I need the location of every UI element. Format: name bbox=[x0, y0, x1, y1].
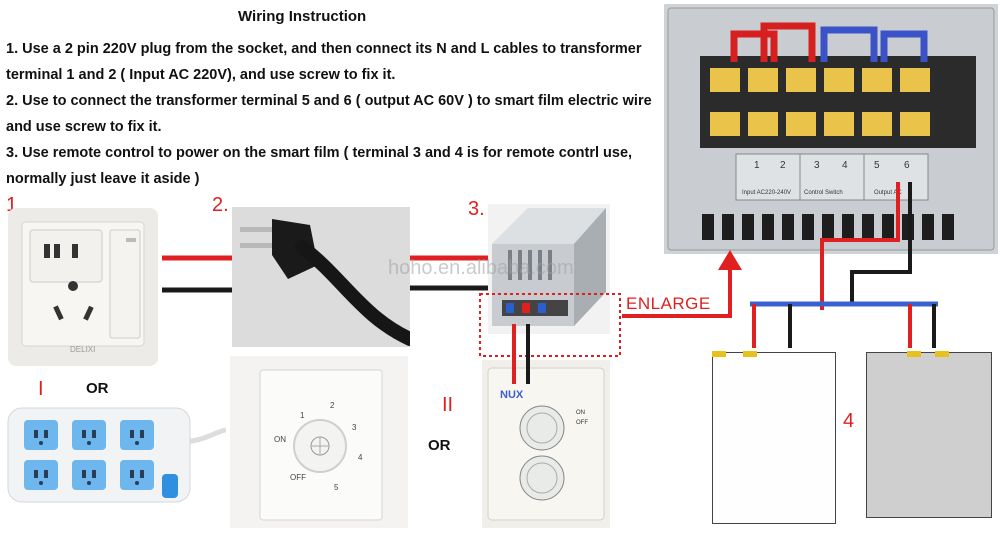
timer-switch-image: NUX ON OFF bbox=[482, 360, 610, 528]
step-2-label: 2. bbox=[212, 194, 229, 216]
transformer-image bbox=[488, 204, 610, 334]
svg-text:ON: ON bbox=[274, 435, 286, 444]
svg-text:3: 3 bbox=[352, 423, 357, 432]
svg-text:OFF: OFF bbox=[290, 473, 306, 482]
step-3-label: 3. bbox=[468, 198, 485, 220]
output-terminal-label: Output AC bbox=[874, 190, 902, 196]
power-strip-image bbox=[4, 402, 226, 506]
svg-text:ON: ON bbox=[576, 410, 585, 416]
socket-plug-wires bbox=[162, 255, 232, 293]
watermark: hoho.en.alibaba.com bbox=[388, 257, 574, 279]
instruction-3: 3. Use remote control to power on the sm… bbox=[6, 145, 633, 187]
wall-socket-image: DELIXI bbox=[8, 208, 158, 366]
step-4-label: 4 bbox=[843, 410, 855, 432]
terminal-num-6: 6 bbox=[904, 160, 910, 171]
dimmer-switch-image: 1 2 3 4 5 ON OFF bbox=[230, 356, 408, 528]
timer-brand-label: NUX bbox=[500, 389, 524, 401]
or-label-2: OR bbox=[428, 437, 451, 454]
svg-text:DELIXI: DELIXI bbox=[70, 345, 95, 354]
terminal-num-5: 5 bbox=[874, 160, 880, 171]
input-terminal-label: Input AC220-240V bbox=[742, 190, 791, 196]
svg-text:1: 1 bbox=[300, 411, 305, 420]
smart-film-sheet-2 bbox=[866, 351, 992, 518]
output-wiring bbox=[750, 182, 938, 348]
instruction-2: 2. Use to connect the transformer termin… bbox=[6, 93, 652, 135]
plug-image bbox=[232, 207, 410, 347]
switch-terminal-label: Control Switch bbox=[804, 190, 843, 196]
terminal-num-3: 3 bbox=[814, 160, 820, 171]
plug-transformer-wires bbox=[410, 255, 488, 291]
terminal-num-2: 2 bbox=[780, 160, 786, 171]
terminal-num-4: 4 bbox=[842, 160, 848, 171]
smart-film-sheet-1 bbox=[712, 351, 836, 524]
option-ii-label: II bbox=[442, 394, 454, 416]
enlarge-arrow bbox=[622, 250, 742, 318]
enlarge-label: ENLARGE bbox=[626, 294, 711, 313]
option-i-label: I bbox=[38, 378, 44, 400]
terminal-num-1: 1 bbox=[754, 160, 760, 171]
instructions: 1. Use a 2 pin 220V plug from the socket… bbox=[6, 36, 656, 192]
or-label-1: OR bbox=[86, 380, 109, 397]
timer-wires bbox=[512, 324, 530, 384]
enlarge-highlight-box bbox=[479, 293, 621, 357]
page-title: Wiring Instruction bbox=[238, 8, 367, 25]
svg-text:4: 4 bbox=[358, 453, 363, 462]
svg-text:2: 2 bbox=[330, 401, 335, 410]
svg-text:5: 5 bbox=[334, 483, 339, 492]
terminal-block-image: 1 2 3 4 5 6 Input AC220-240V Control Switch… bbox=[664, 4, 998, 254]
instruction-1: 1. Use a 2 pin 220V plug from the socket… bbox=[6, 41, 642, 83]
svg-text:OFF: OFF bbox=[576, 420, 588, 426]
